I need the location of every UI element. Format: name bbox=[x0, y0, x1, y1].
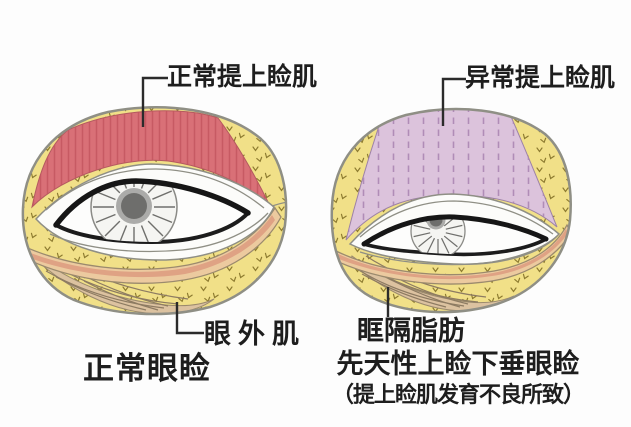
lower-lid-band-salmon bbox=[22, 215, 275, 278]
label-orbital-fat: 眶隔脂肪 bbox=[357, 316, 465, 346]
caption-normal-eyelid: 正常眼睑 bbox=[83, 351, 211, 386]
caption-ptosis-line1: 先天性上睑下垂眼睑 bbox=[336, 349, 580, 379]
under-eye-line bbox=[49, 212, 269, 253]
caption-ptosis-eyelid: 先天性上睑下垂眼睑 （提上睑肌发育不良所致） bbox=[308, 349, 608, 407]
lid-crease-line bbox=[45, 168, 265, 211]
upper-lid-margin bbox=[53, 178, 251, 228]
label-normal-levator: 正常提上睑肌 bbox=[167, 64, 318, 91]
levator-dashed-striations bbox=[346, 109, 557, 240]
pupil bbox=[121, 193, 147, 219]
label-abnormal-levator: 异常提上睑肌 bbox=[465, 65, 616, 92]
normal-eyelid-illustration bbox=[21, 106, 288, 316]
extraocular-muscle bbox=[41, 258, 215, 315]
label-extraocular-muscle: 眼外肌 bbox=[204, 319, 306, 349]
droopy-upper-lid-margin bbox=[361, 214, 549, 247]
ptosis-eyelid-illustration bbox=[330, 107, 572, 314]
pupil-right bbox=[429, 216, 443, 227]
lid-crease-line-right bbox=[359, 200, 554, 238]
caption-ptosis-line2: （提上睑肌发育不良所致） bbox=[331, 381, 585, 407]
levator-striations bbox=[32, 110, 269, 207]
under-eye-line-right bbox=[359, 235, 558, 266]
